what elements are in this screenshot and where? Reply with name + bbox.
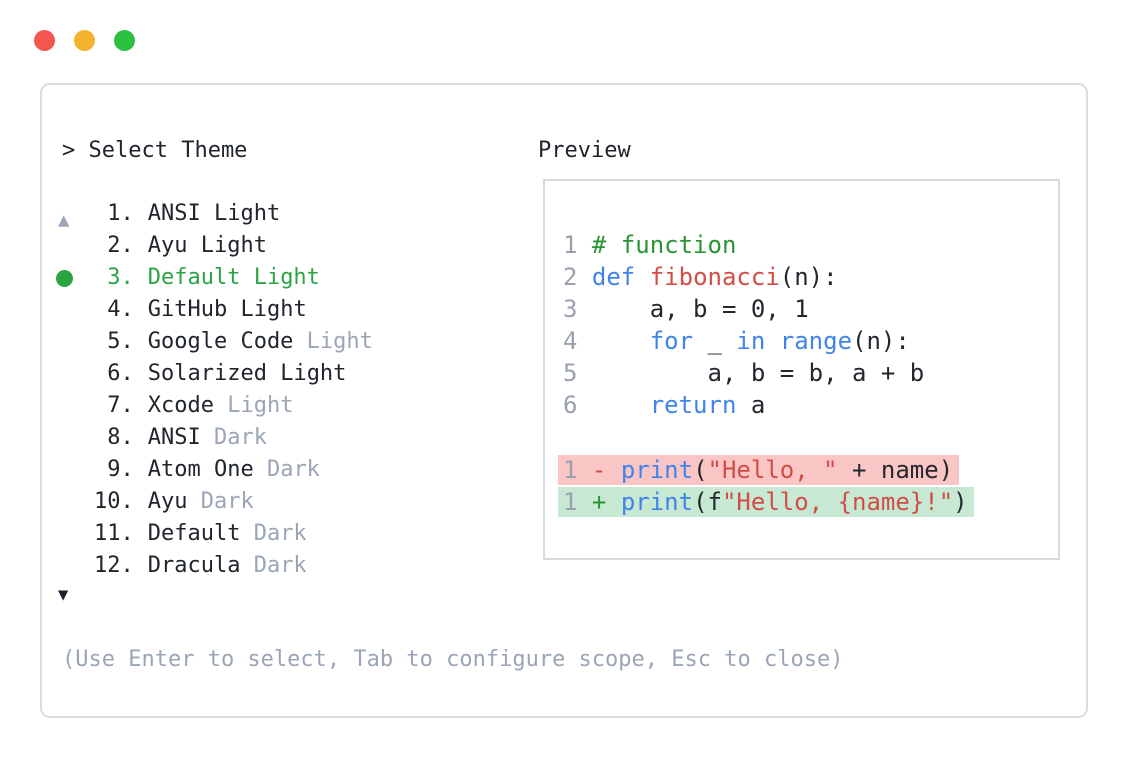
theme-selector-window: > Select Theme Preview ▲ 1. ANSI Light 2. A… [40,83,1088,718]
theme-item-number: 5. [107,329,134,354]
theme-item[interactable]: 1. ANSI Light [42,198,373,230]
theme-item-number: 1. [107,201,134,226]
theme-item-label: Default Light [147,265,320,290]
code-line: 1 # function [563,231,737,259]
theme-item-label: Solarized Light [147,361,347,386]
preview-title: Preview [538,138,631,163]
theme-item[interactable]: 4. GitHub Light [42,294,373,326]
theme-list: 1. ANSI Light 2. Ayu Light 3. Default Light 4.… [42,198,373,582]
theme-item-label: Google Code Light [147,329,373,354]
close-button[interactable] [34,30,55,51]
line-number: 1 [563,456,592,484]
theme-item-number: 11. [94,521,134,546]
window-controls [34,30,135,51]
theme-item[interactable]: 5. Google Code Light [42,326,373,358]
theme-item[interactable]: 6. Solarized Light [42,358,373,390]
code-line [563,421,1058,453]
selection-dot-column [54,269,94,287]
theme-item[interactable]: 10. Ayu Dark [42,486,373,518]
theme-item-label: Ayu Dark [147,489,254,514]
scroll-down-icon[interactable]: ▼ [58,585,69,605]
theme-item-label: Xcode Light [147,393,294,418]
theme-item[interactable]: 7. Xcode Light [42,390,373,422]
line-number: 5 [563,359,592,387]
code-line: 6 return a [563,391,766,419]
select-theme-prompt: > Select Theme [62,138,248,163]
code-line: 5 a, b = b, a + b [563,359,925,387]
theme-item-number: 10. [94,489,134,514]
code-preview-panel: 1 # function 2 def fibonacci(n): 3 a, b = … [543,179,1060,560]
theme-item-number: 3. [107,265,134,290]
code-line: 1 - print("Hello, " + name) [558,455,960,485]
theme-item-number: 4. [107,297,134,322]
code-line: 2 def fibonacci(n): [563,263,838,291]
selected-dot-icon [56,269,73,287]
theme-item-label: Dracula Dark [147,553,307,578]
keyboard-hint: (Use Enter to select, Tab to configure s… [62,647,844,672]
code-line: 3 a, b = 0, 1 [563,295,809,323]
theme-item-label: GitHub Light [147,297,307,322]
theme-item[interactable]: 9. Atom One Dark [42,454,373,486]
theme-item-number: 8. [107,425,134,450]
scroll-up-icon[interactable]: ▲ [58,209,70,231]
maximize-button[interactable] [114,30,135,51]
theme-item-number: 9. [107,457,134,482]
theme-item[interactable]: 2. Ayu Light [42,230,373,262]
code-line: 1 + print(f"Hello, {name}!") [558,487,974,517]
theme-item-number: 7. [107,393,134,418]
theme-item[interactable]: 11. Default Dark [42,518,373,550]
theme-item-label: Ayu Light [147,233,267,258]
code-line: 4 for _ in range(n): [563,327,910,355]
line-number: 1 [563,231,592,259]
theme-item-number: 12. [94,553,134,578]
line-number: 6 [563,391,592,419]
line-number: 3 [563,295,592,323]
theme-item-label: ANSI Dark [147,425,267,450]
theme-item-label: Atom One Dark [147,457,320,482]
minimize-button[interactable] [74,30,95,51]
theme-item[interactable]: 8. ANSI Dark [42,422,373,454]
theme-item-number: 2. [107,233,134,258]
theme-item[interactable]: 12. Dracula Dark [42,550,373,582]
theme-item-label: ANSI Light [147,201,281,226]
theme-item-label: Default Dark [147,521,307,546]
line-number: 4 [563,327,592,355]
theme-item[interactable]: 3. Default Light [42,262,373,294]
theme-item-number: 6. [107,361,134,386]
line-number: 1 [563,488,592,516]
line-number: 2 [563,263,592,291]
